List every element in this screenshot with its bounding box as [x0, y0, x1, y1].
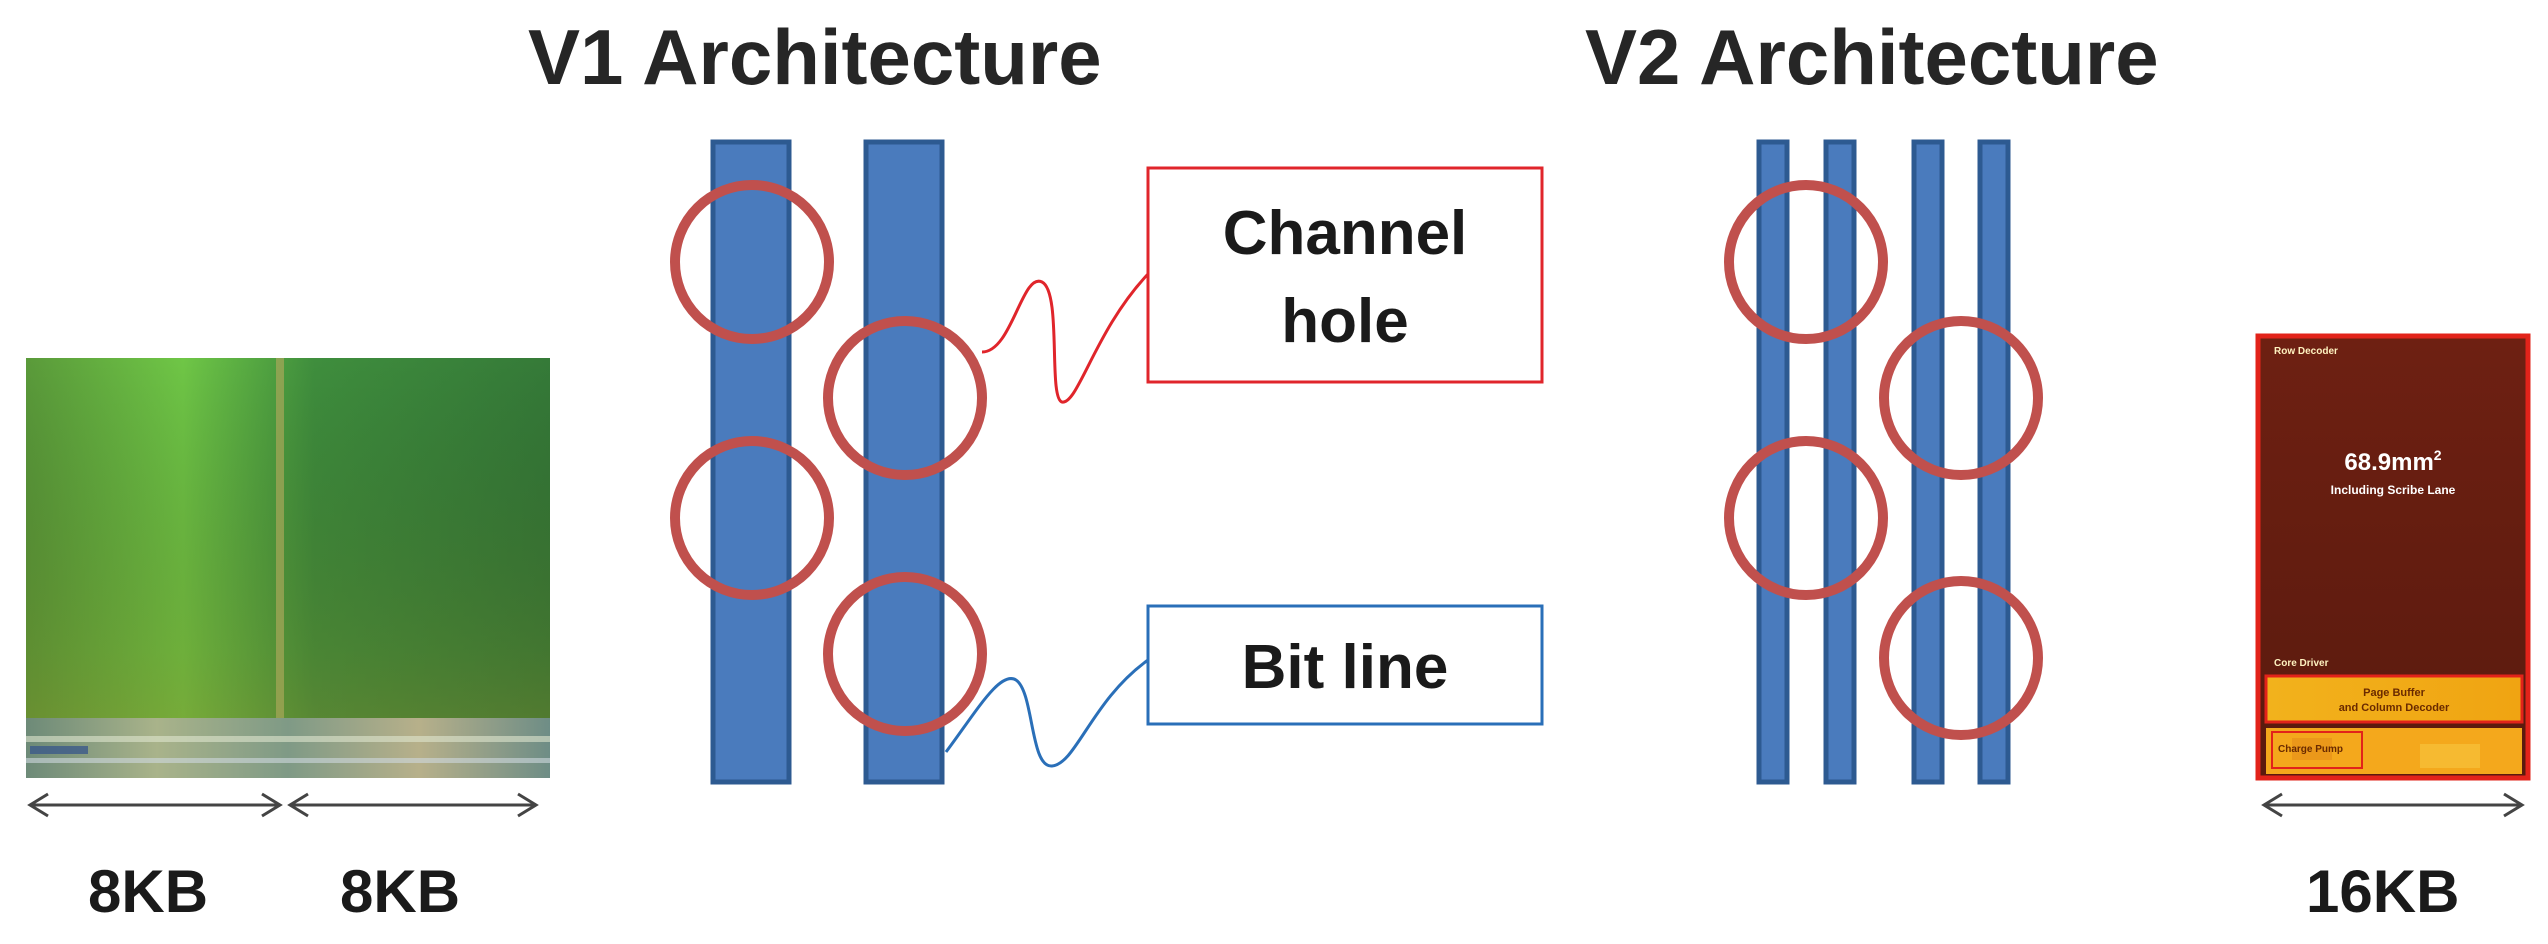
v1-channel-hole [670, 180, 834, 344]
die-area-note: Including Scribe Lane [2331, 483, 2456, 497]
v2-bit-line-1 [1756, 139, 1790, 785]
right-width-label: 16KB [2306, 858, 2460, 925]
page-buffer-label-line1: Page Buffer [2363, 687, 2425, 699]
bit-line-callout-box [1146, 604, 1544, 726]
channel-hole-connector [981, 272, 1150, 404]
v2-channel-hole [1879, 576, 2043, 740]
charge-pump-label: Charge Pump [2278, 744, 2343, 755]
v1-die-photo [26, 358, 550, 778]
right-width-arrow [2261, 792, 2525, 818]
v2-bit-line-2 [1823, 139, 1857, 785]
v2-architecture-title: V2 Architecture [1585, 13, 2159, 101]
core-driver-label: Core Driver [2274, 658, 2329, 669]
v2-channel-hole [1724, 436, 1888, 600]
channel-hole-label-line2: hole [1281, 287, 1408, 356]
row-decoder-label: Row Decoder [2274, 346, 2338, 357]
v1-channel-holes [670, 180, 987, 736]
v1-architecture-title: V1 Architecture [528, 13, 1102, 101]
v1-channel-hole [670, 436, 834, 600]
v2-die-photo: Row Decoder 68.9mm2 Including Scribe Lan… [2255, 333, 2531, 781]
page-buffer-label-line2: and Column Decoder [2339, 702, 2450, 714]
channel-hole-label-line1: Channel [1223, 199, 1468, 268]
channel-hole-callout-box [1146, 166, 1544, 384]
v2-channel-hole [1724, 180, 1888, 344]
v1-channel-hole [823, 316, 987, 480]
left-width-label-b: 8KB [340, 858, 461, 925]
v1-bit-lines [710, 139, 945, 785]
left-width-label-a: 8KB [88, 858, 209, 925]
v1-bit-line-2 [863, 139, 945, 785]
bit-line-connector [944, 658, 1149, 768]
v1-bit-line-1 [710, 139, 792, 785]
v2-channel-holes [1724, 180, 2043, 740]
v1-channel-hole [823, 572, 987, 736]
v2-channel-hole [1879, 316, 2043, 480]
bit-line-label: Bit line [1242, 633, 1449, 702]
left-width-arrows [27, 792, 539, 818]
die-area-value: 68.9mm2 [2344, 447, 2441, 476]
